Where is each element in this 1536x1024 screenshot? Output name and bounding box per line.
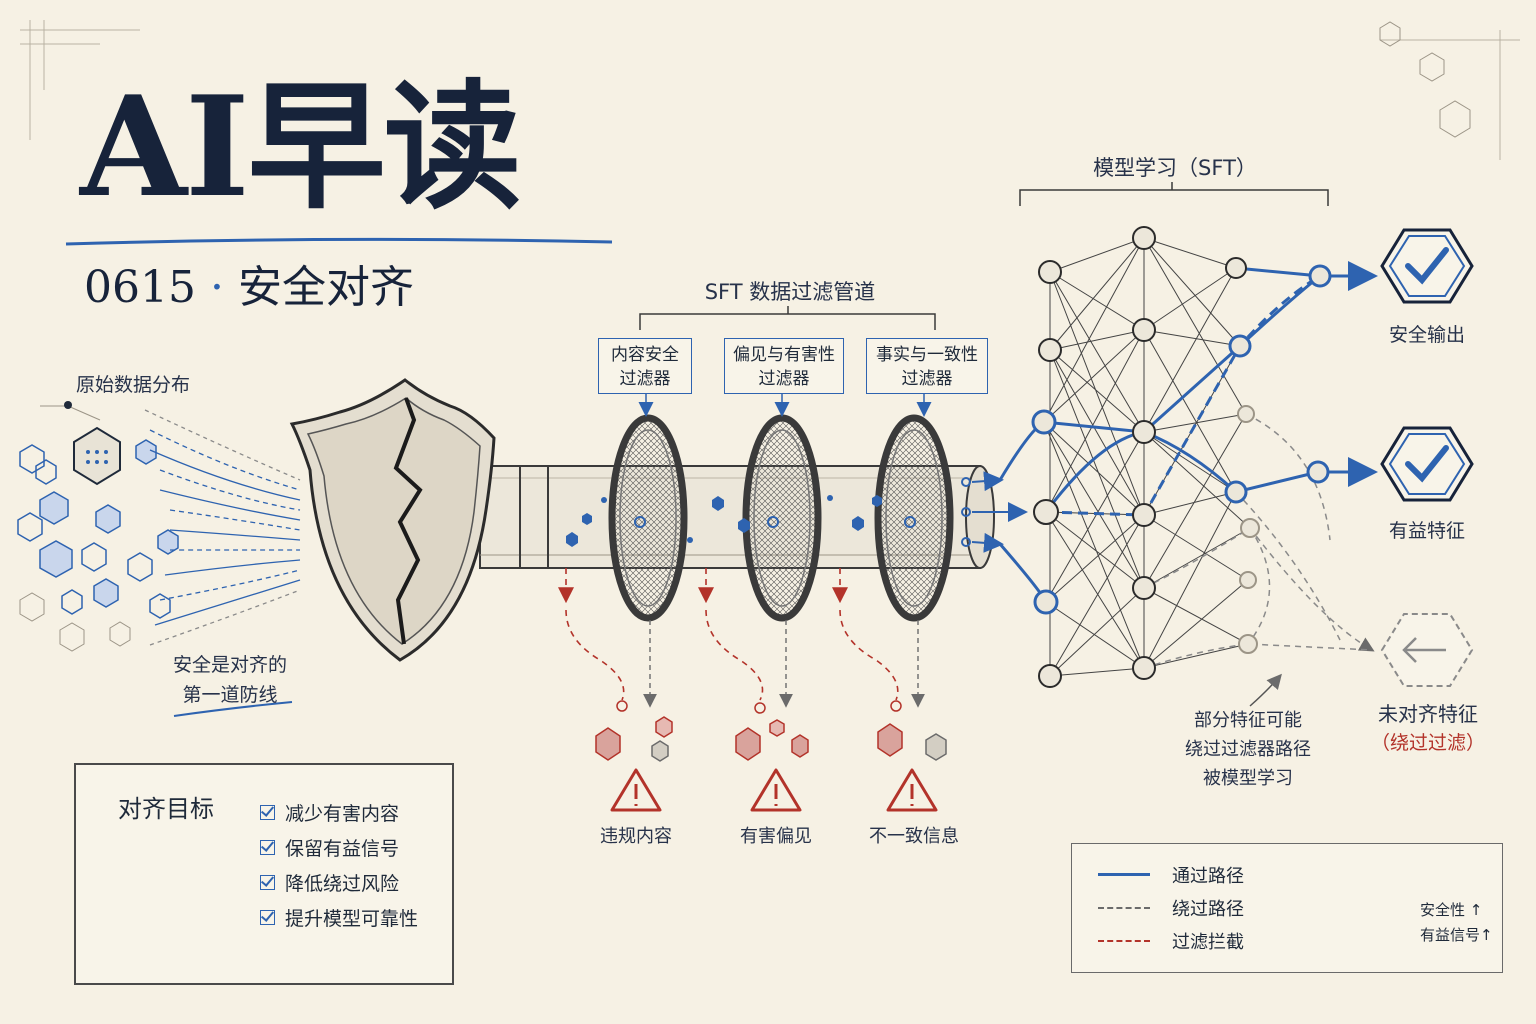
goal-item: 保留有益信号 [260,830,418,865]
output-label-unaligned: 未对齐特征 [1378,702,1478,726]
filter-box-content-safety: 内容安全 过滤器 [598,338,692,394]
legend-item: 通过路径 [1098,858,1244,891]
subtitle-topic: 安全对齐 [237,262,414,313]
legend-item: 绕过路径 [1098,891,1244,924]
warning-icon [886,768,938,812]
filter-box-line: 内容安全 [611,345,679,365]
goal-item-label: 减少有害内容 [285,803,400,825]
model-title: 模型学习（SFT） [1093,156,1257,180]
pipe-particles [566,495,916,547]
pipeline-bracket [639,306,936,330]
bypass-note-line: 被模型学习 [1203,768,1293,789]
page-title: AI早读 [80,65,522,228]
legend-swatch-dashed-red [1098,939,1150,942]
output-label-safe: 安全输出 [1388,324,1465,346]
legend-label: 通过路径 [1172,865,1244,887]
legend-item: 过滤拦截 [1098,924,1244,957]
legend-swatch-solid [1098,873,1150,876]
subtitle-dot: · [209,262,224,313]
bypass-note-line: 部分特征可能 [1194,710,1302,731]
shield-caption-line2: 第一道防线 [182,684,278,706]
filter-box-line: 事实与一致性 [876,345,978,365]
page-subtitle: 0615 · 安全对齐 [84,258,414,318]
data-cluster [17,401,179,652]
checkbox-icon [260,840,275,855]
filter-box-line: 偏见与有害性 [733,345,835,365]
legend-label: 过滤拦截 [1172,931,1244,953]
alignment-goals-panel: 对齐目标 减少有害内容 保留有益信号 降低绕过风险 提升模型可靠性 [74,763,454,985]
shield-icon [289,378,496,662]
arrow-left-icon [1380,613,1474,687]
output-label-beneficial: 有益特征 [1388,520,1465,542]
pipe-exit-arrows [961,471,1028,553]
legend-label: 绕过路径 [1172,898,1244,920]
checkbox-icon [260,910,275,925]
shield-caption: 安全是对齐的 第一道防线 [160,650,300,710]
check-icon [1380,228,1474,304]
check-icon [1380,426,1474,502]
bypass-note: 部分特征可能 绕过过滤器路径 被模型学习 [1170,706,1326,793]
filter-box-line: 过滤器 [619,369,671,389]
source-hex [73,426,121,486]
legend-list: 通过路径 绕过路径 过滤拦截 [1098,858,1244,957]
filter-box-bias: 偏见与有害性 过滤器 [724,338,844,394]
corner-decoration [20,20,1520,160]
source-data-label: 原始数据分布 [76,374,191,396]
filter-box-line: 过滤器 [901,369,953,389]
model-bracket [1019,182,1329,206]
goals-list: 减少有害内容 保留有益信号 降低绕过风险 提升模型可靠性 [260,795,418,935]
chart-note: 有益信号↑ [1420,926,1493,944]
filter-box-arrows [638,392,932,417]
goal-item: 降低绕过风险 [260,865,418,900]
filter-ring-1 [608,414,688,622]
warning-icon [750,768,802,812]
filter-drop-lines [643,620,925,708]
reject-label-violation: 违规内容 [600,826,672,847]
caption-underline [173,701,293,717]
subtitle-code: 0615 [84,262,196,313]
filter-ring-2 [742,414,822,622]
rejected-particles [595,700,947,762]
goals-title: 对齐目标 [118,795,214,823]
bypass-note-line: 绕过过滤器路径 [1185,739,1311,760]
goal-item-label: 降低绕过风险 [285,873,400,895]
legend-chart-notes: 安全性 ↑ 有益信号↑ [1420,898,1493,948]
shield-caption-line1: 安全是对齐的 [172,654,287,676]
legend-panel: 通过路径 绕过路径 过滤拦截 安全性 ↑ 有益信号↑ [1071,843,1503,973]
filter-box-line: 过滤器 [758,369,810,389]
chart-note: 安全性 ↑ [1420,901,1483,919]
reject-label-bias: 有害偏见 [740,826,812,847]
bypass-note-arrow [1249,673,1282,707]
pipeline-title: SFT 数据过滤管道 [704,280,876,304]
goal-item-label: 保留有益信号 [285,838,400,860]
warning-icon [610,768,662,812]
legend-swatch-dashed-gray [1098,906,1150,909]
input-flow-lines [144,409,301,646]
goal-item-label: 提升模型可靠性 [285,908,419,930]
neural-network [998,226,1378,688]
goal-item: 减少有害内容 [260,795,418,830]
filter-box-consistency: 事实与一致性 过滤器 [866,338,988,394]
goal-item: 提升模型可靠性 [260,900,418,935]
output-label-unaligned-note: （绕过过滤） [1370,732,1485,754]
checkbox-icon [260,875,275,890]
checkbox-icon [260,805,275,820]
rejection-paths [558,568,899,701]
reject-label-inconsistent: 不一致信息 [869,826,959,847]
title-underline [65,237,613,246]
